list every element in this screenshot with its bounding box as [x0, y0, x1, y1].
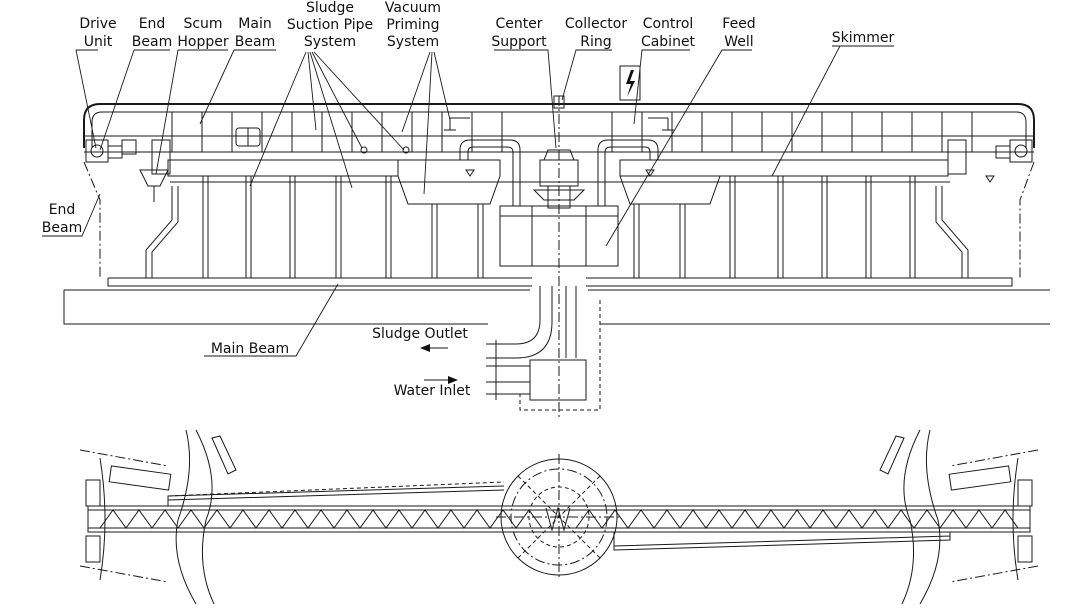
collector-ring	[553, 95, 565, 109]
label-drive-unit: Drive Unit	[75, 16, 117, 149]
valve-symbols	[235, 127, 410, 154]
sludge-suction-label-line3: System	[304, 34, 356, 50]
left-arrow-icon	[420, 344, 448, 352]
tank-floor	[63, 277, 1050, 411]
plan-view	[79, 429, 1039, 605]
bogie-right-plan	[879, 429, 1039, 605]
outlet-inlet-pipes	[486, 286, 587, 401]
center-well-plan	[496, 454, 622, 580]
walkway-plan	[167, 481, 951, 551]
skimmer-label: Skimmer	[832, 30, 895, 46]
label-water-inlet: Water Inlet	[394, 376, 471, 399]
label-control-cabinet: Control Cabinet	[633, 16, 696, 125]
center-support-label-line2: Support	[491, 34, 547, 50]
feed-well-label-line1: Feed	[722, 16, 755, 32]
vacuum-priming-label-line3: System	[387, 34, 439, 50]
sludge-suction-label-line2: Suction Pipe	[287, 17, 373, 33]
label-end-beam-top: End Beam	[99, 16, 172, 151]
end-beams	[151, 139, 967, 175]
sludge-outlet-label: Sludge Outlet	[372, 326, 468, 342]
label-vacuum-priming: Vacuum Priming System	[385, 0, 451, 195]
lightning-icon	[626, 70, 635, 97]
bridge-truss-verticals	[171, 112, 973, 152]
tank-wall-left	[83, 161, 101, 278]
main-beam-right	[619, 159, 949, 177]
label-main-beam-bottom: Main Beam	[204, 283, 339, 357]
drive-unit-right	[995, 139, 1033, 163]
collector-ring-label-line1: Collector	[565, 16, 627, 32]
label-collector-ring: Collector Ring	[561, 16, 627, 101]
control-cabinet-label-line1: Control	[643, 16, 694, 32]
label-sludge-suction: Sludge Suction Pipe System	[249, 0, 405, 189]
vacuum-priming-label-line2: Priming	[386, 17, 439, 33]
bogie-left-plan	[79, 429, 237, 605]
label-skimmer: Skimmer	[771, 30, 895, 177]
tank-wall-right	[1019, 161, 1035, 278]
control-cabinet	[619, 65, 641, 101]
collector-ring-label-line2: Ring	[580, 34, 611, 50]
end-beam-side-label-line2: Beam	[42, 220, 82, 236]
label-main-beam-top: Main Beam	[199, 16, 276, 125]
drive-unit-left	[85, 139, 123, 163]
end-beam-side-label-line1: End	[49, 202, 76, 218]
main-beam-bottom-label: Main Beam	[211, 341, 289, 357]
center-support-label-line1: Center	[495, 16, 542, 32]
end-beam-top-label-line2: Beam	[132, 34, 172, 50]
drive-unit-label-line2: Unit	[84, 34, 113, 50]
feed-well-label-line2: Well	[724, 34, 753, 50]
end-beam-top-label-line1: End	[139, 16, 166, 32]
sludge-suction-label-line1: Sludge	[306, 0, 354, 16]
drive-unit-label-line1: Drive	[79, 16, 116, 32]
scum-hopper-label-line2: Hopper	[177, 34, 228, 50]
vacuum-priming-pipes	[444, 117, 674, 206]
right-arrow-icon	[424, 376, 458, 384]
main-beam-top-label-line2: Beam	[235, 34, 275, 50]
center-support	[499, 96, 619, 420]
section-view: Drive Unit End Beam Scum Hopper Main Bea…	[42, 0, 1050, 420]
label-sludge-outlet: Sludge Outlet	[372, 326, 468, 352]
vacuum-priming-label-line1: Vacuum	[385, 0, 441, 16]
main-beam-top-label-line1: Main	[238, 16, 271, 32]
scum-hopper-label-line1: Scum	[183, 16, 222, 32]
label-scum-hopper: Scum Hopper	[155, 16, 229, 175]
water-level-markers	[465, 169, 995, 183]
main-truss-plan	[87, 505, 1031, 533]
label-feed-well: Feed Well	[605, 16, 756, 247]
label-end-beam-side: End Beam	[42, 193, 101, 237]
main-beam-left	[167, 159, 399, 177]
sludge-suction-pipes	[145, 176, 969, 278]
label-center-support: Center Support	[491, 16, 557, 149]
water-inlet-label: Water Inlet	[394, 383, 471, 399]
scum-hopper	[121, 139, 169, 202]
control-cabinet-label-line2: Cabinet	[641, 34, 696, 50]
